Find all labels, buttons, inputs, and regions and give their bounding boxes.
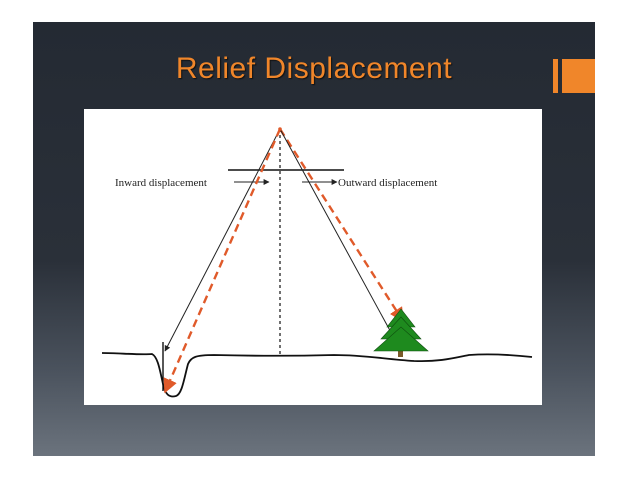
accent-bar-thin xyxy=(553,59,558,93)
ray-to-depression-bottom xyxy=(163,128,282,394)
ray-to-tree-top xyxy=(278,128,405,323)
ray-to-depression-rim xyxy=(164,128,281,352)
outward-label: Outward displacement xyxy=(338,177,437,189)
slide: Relief Displacement Inward displ xyxy=(33,22,595,456)
accent-bar-thick xyxy=(562,59,595,93)
pine-tree-icon xyxy=(373,308,429,357)
slide-title: Relief Displacement xyxy=(175,52,453,85)
terrain-profile xyxy=(101,352,533,398)
lens-point xyxy=(278,127,282,131)
diagram-svg: Inward displacement Outward displacement xyxy=(101,127,533,398)
inward-label: Inward displacement xyxy=(115,177,207,189)
relief-displacement-diagram: Inward displacement Outward displacement xyxy=(84,109,542,405)
ray-to-tree-base xyxy=(279,128,400,348)
